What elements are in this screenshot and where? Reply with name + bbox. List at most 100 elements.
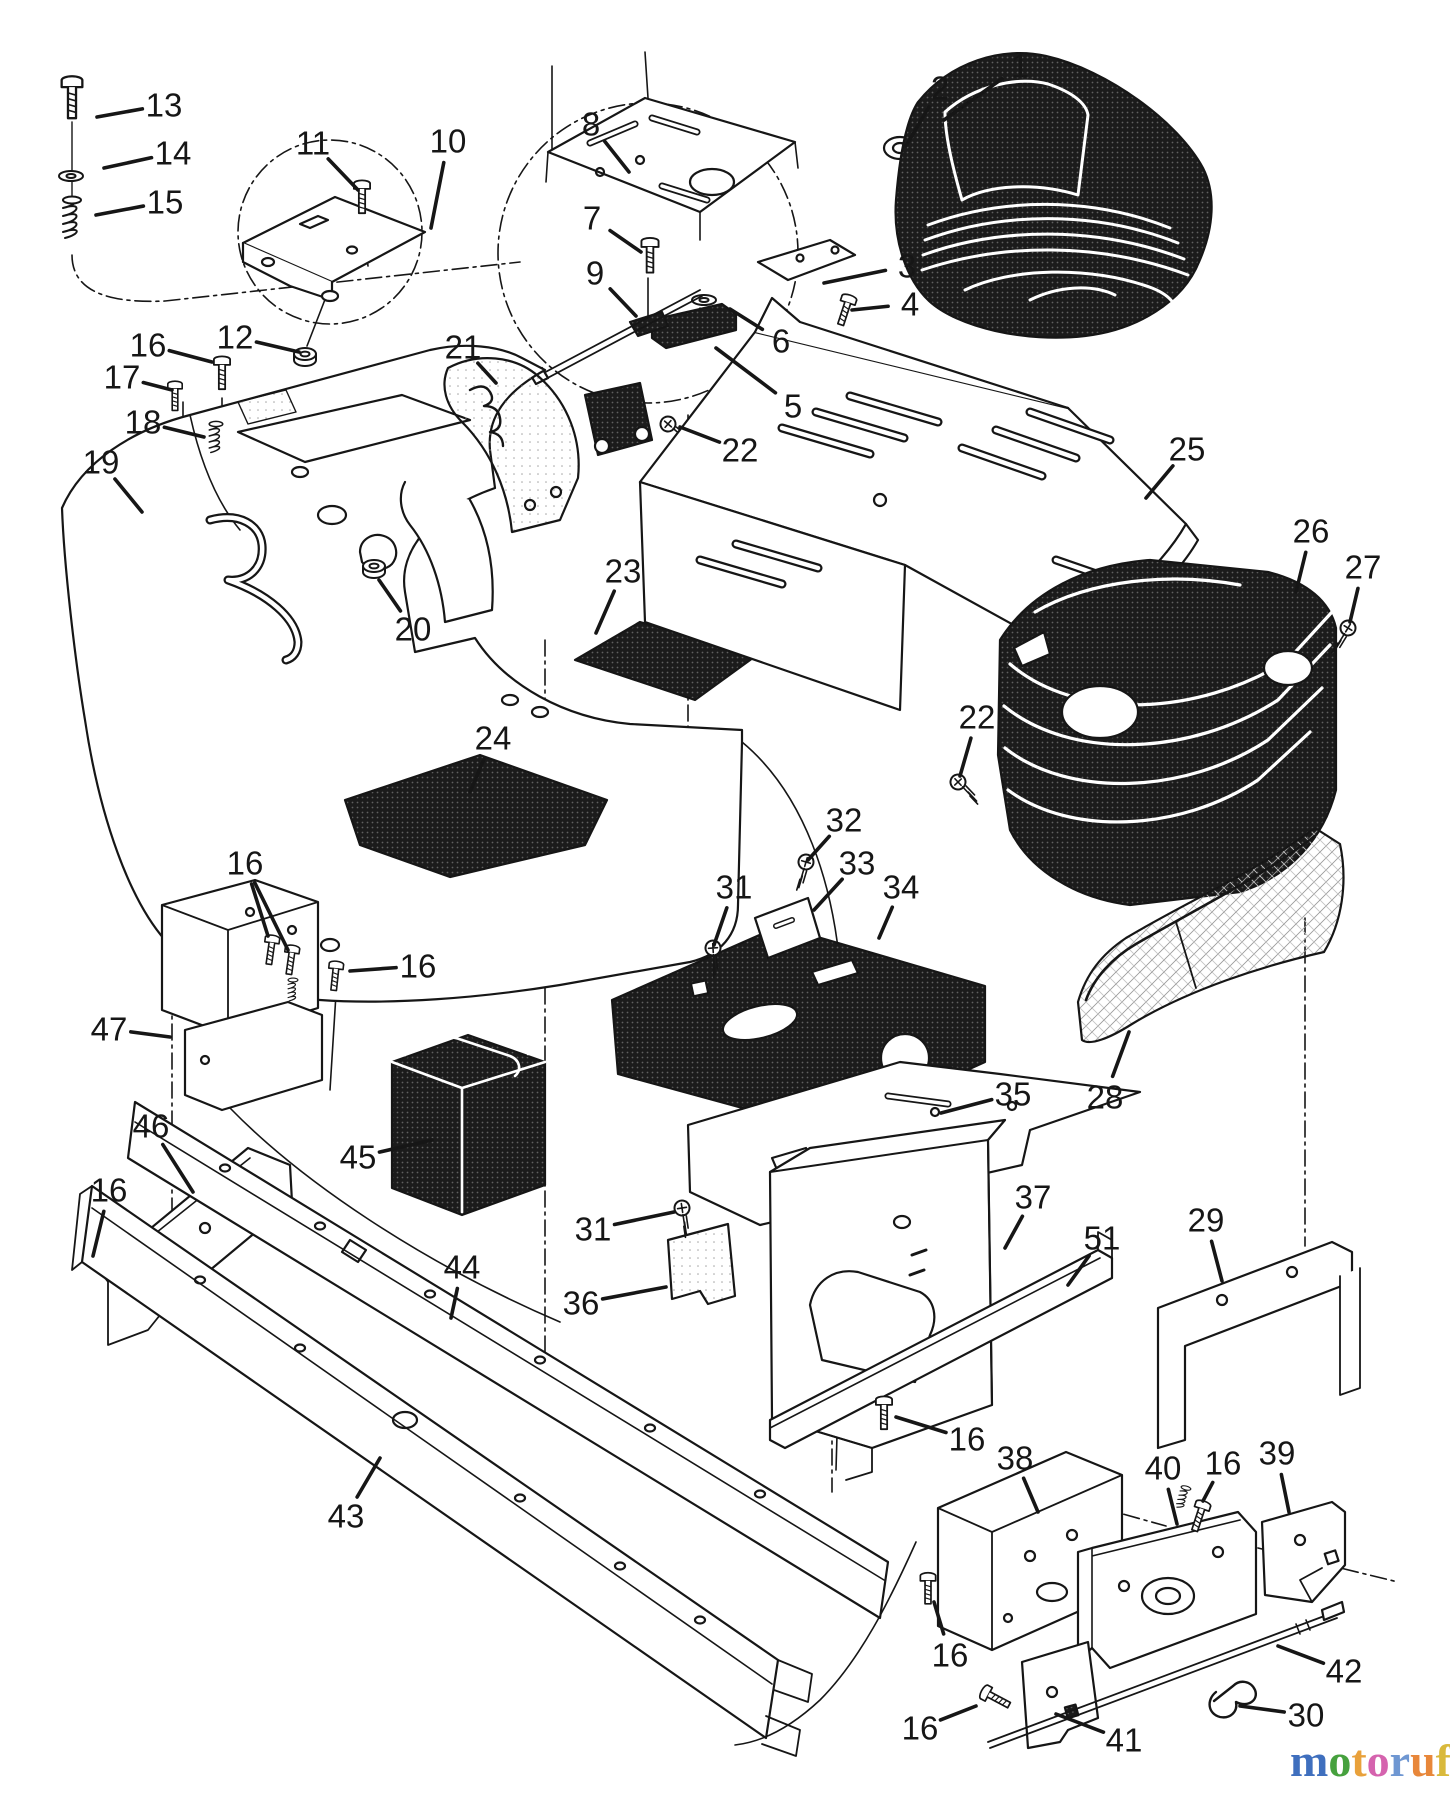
part-number-label: 16 (130, 327, 167, 364)
callout-22: 22 (678, 425, 758, 469)
leader-line (600, 1285, 668, 1301)
part-number-label: 15 (147, 184, 184, 221)
callout-16: 16 (348, 948, 436, 985)
battery-box-45 (390, 1019, 547, 1217)
leader-line (894, 1415, 948, 1435)
part-number-label: 4 (901, 286, 919, 323)
part-number-label: 40 (1145, 1450, 1182, 1487)
leader-line (608, 228, 643, 254)
grille-26 (945, 558, 1358, 907)
leader-line (602, 139, 631, 174)
callout-32: 32 (806, 802, 863, 862)
part-number-label: 12 (217, 319, 254, 356)
leader-line (812, 877, 844, 912)
leader-line (822, 268, 888, 285)
leader-line (254, 340, 301, 354)
leader-line (94, 204, 146, 217)
support-bracket-21 (399, 357, 697, 624)
part-number-label: 27 (1345, 549, 1382, 586)
leader-line (1276, 1644, 1326, 1666)
leader-line (594, 589, 617, 635)
part-number-label: 25 (1169, 431, 1206, 468)
leader-line (95, 107, 145, 119)
leader-line (1209, 1239, 1224, 1283)
part-number-label: 16 (227, 845, 264, 882)
leader-line (1279, 1472, 1291, 1514)
bolt-13-washer-14-spring-15 (57, 74, 85, 240)
leader-line (958, 736, 973, 778)
leader-line (91, 1209, 106, 1258)
part-number-label: 20 (395, 611, 432, 648)
leader-line (161, 1142, 195, 1194)
leader-line (167, 348, 214, 364)
part-number-label: 11 (296, 125, 330, 162)
seat-1 (894, 52, 1213, 339)
callout-46: 46 (133, 1108, 195, 1194)
callout-11: 11 (296, 125, 360, 192)
callout-41: 41 (1054, 1712, 1142, 1759)
callout-26: 26 (1293, 513, 1329, 594)
bracket-47 (160, 878, 345, 1112)
part-number-label: 16 (949, 1421, 986, 1458)
fender-body-19 (60, 344, 759, 1003)
leader-line (377, 1138, 434, 1154)
part-number-label: 32 (826, 802, 863, 839)
leader-line (678, 425, 722, 444)
leader-line (1021, 1476, 1040, 1514)
part-number-label: 17 (104, 359, 141, 396)
callout-19: 19 (83, 444, 144, 514)
callout-5: 5 (714, 346, 802, 425)
watermark-letter: m (1290, 1735, 1329, 1786)
watermark-logo[interactable]: motoruf.de (1290, 1738, 1450, 1784)
leader-line (476, 361, 498, 385)
leader-line (252, 880, 290, 952)
part-number-label: 29 (1188, 1202, 1225, 1239)
callout-39: 39 (1259, 1435, 1295, 1514)
leader-line (904, 105, 931, 148)
part-number-label: 22 (959, 699, 996, 736)
part-number-label: 24 (475, 720, 512, 757)
leader-line (141, 380, 174, 392)
callout-3: 3 (822, 248, 916, 285)
leader-line (348, 965, 398, 973)
bracket-39 (1260, 1500, 1347, 1604)
callout-16: 16 (227, 845, 290, 952)
leader-line (113, 477, 144, 514)
watermark-letter: u (1410, 1735, 1436, 1786)
callout-22: 22 (958, 699, 996, 778)
part-number-label: 35 (995, 1076, 1032, 1113)
callout-31: 31 (712, 869, 753, 947)
callout-16: 16 (130, 327, 214, 364)
part-number-label: 6 (772, 323, 790, 360)
part-number-label: 31 (716, 869, 753, 906)
callout-38: 38 (997, 1440, 1040, 1514)
callout-2: 2 (904, 70, 949, 148)
leader-line (608, 287, 638, 318)
callout-16: 16 (932, 1600, 969, 1674)
callout-35: 35 (939, 1076, 1032, 1115)
callout-6: 6 (728, 307, 790, 360)
part-number-label: 9 (586, 255, 604, 292)
callout-44: 44 (444, 1249, 481, 1320)
leader-line (938, 1704, 978, 1722)
leader-line (468, 756, 487, 794)
callout-25: 25 (1144, 431, 1206, 500)
part-number-label: 33 (839, 845, 876, 882)
part-number-label: 31 (575, 1211, 612, 1248)
leader-line (1003, 1214, 1025, 1250)
callout-8: 8 (582, 106, 631, 174)
leader-line (932, 1600, 946, 1636)
part-number-label: 38 (997, 1440, 1034, 1477)
part-number-label: 44 (444, 1249, 481, 1286)
bumper-28 (1076, 826, 1345, 1044)
callout-9: 9 (586, 255, 638, 318)
callout-27: 27 (1345, 549, 1382, 624)
leader-line (429, 160, 446, 230)
part-number-label: 16 (932, 1637, 969, 1674)
leader-line (102, 155, 154, 170)
part-number-label: 37 (1015, 1179, 1052, 1216)
callout-37: 37 (1003, 1179, 1052, 1250)
leader-line (1166, 1487, 1179, 1526)
callout-43: 43 (328, 1456, 382, 1535)
